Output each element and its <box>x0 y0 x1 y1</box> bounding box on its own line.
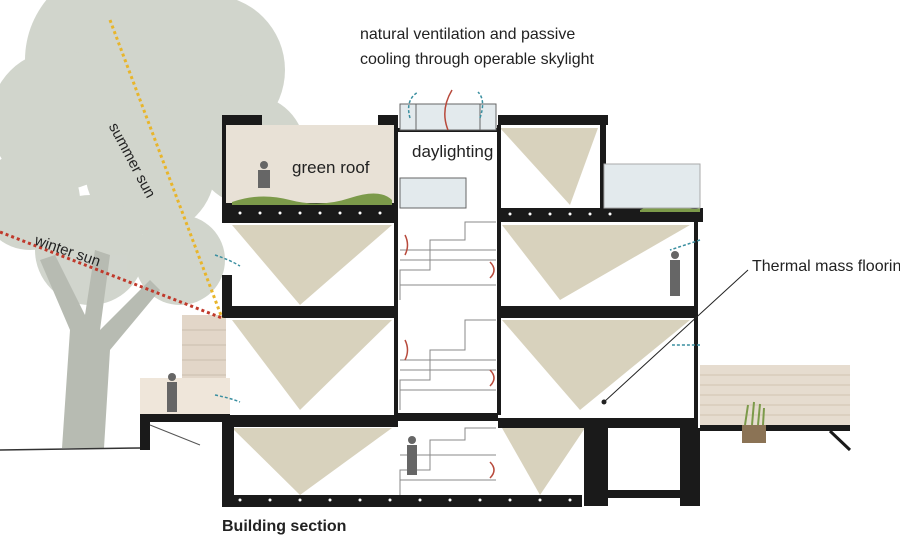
thermal-floor-dots <box>238 211 612 502</box>
skylight <box>399 103 497 131</box>
stairs <box>399 221 496 495</box>
diagram-caption: Building section <box>222 518 347 535</box>
light-cones <box>232 128 690 495</box>
summer-sun-ray <box>108 19 224 319</box>
winter-sun-ray <box>0 230 223 320</box>
green-roof-planting <box>232 193 392 205</box>
ventilation-note-line1: natural ventilation and passive <box>360 26 576 43</box>
ventilation-note-line2: cooling through operable skylight <box>360 51 594 68</box>
people <box>167 161 680 475</box>
green-roof-label: green roof <box>292 158 370 177</box>
stair-enclosure-glass <box>399 177 467 209</box>
daylighting-label: daylighting <box>412 142 494 161</box>
glass-railing <box>603 163 701 209</box>
planter <box>742 425 766 443</box>
tree-trunk <box>40 250 160 448</box>
walls <box>222 115 700 506</box>
airflow-arrows <box>214 89 701 479</box>
thermal-mass-label: Thermal mass flooring <box>752 258 900 275</box>
ground-line <box>0 447 141 451</box>
left-terrace <box>140 378 230 418</box>
thermal-mass-leader <box>603 269 749 403</box>
ventilation-note: natural ventilation and passive cooling … <box>360 22 594 72</box>
green-roof-parapet <box>226 125 394 203</box>
